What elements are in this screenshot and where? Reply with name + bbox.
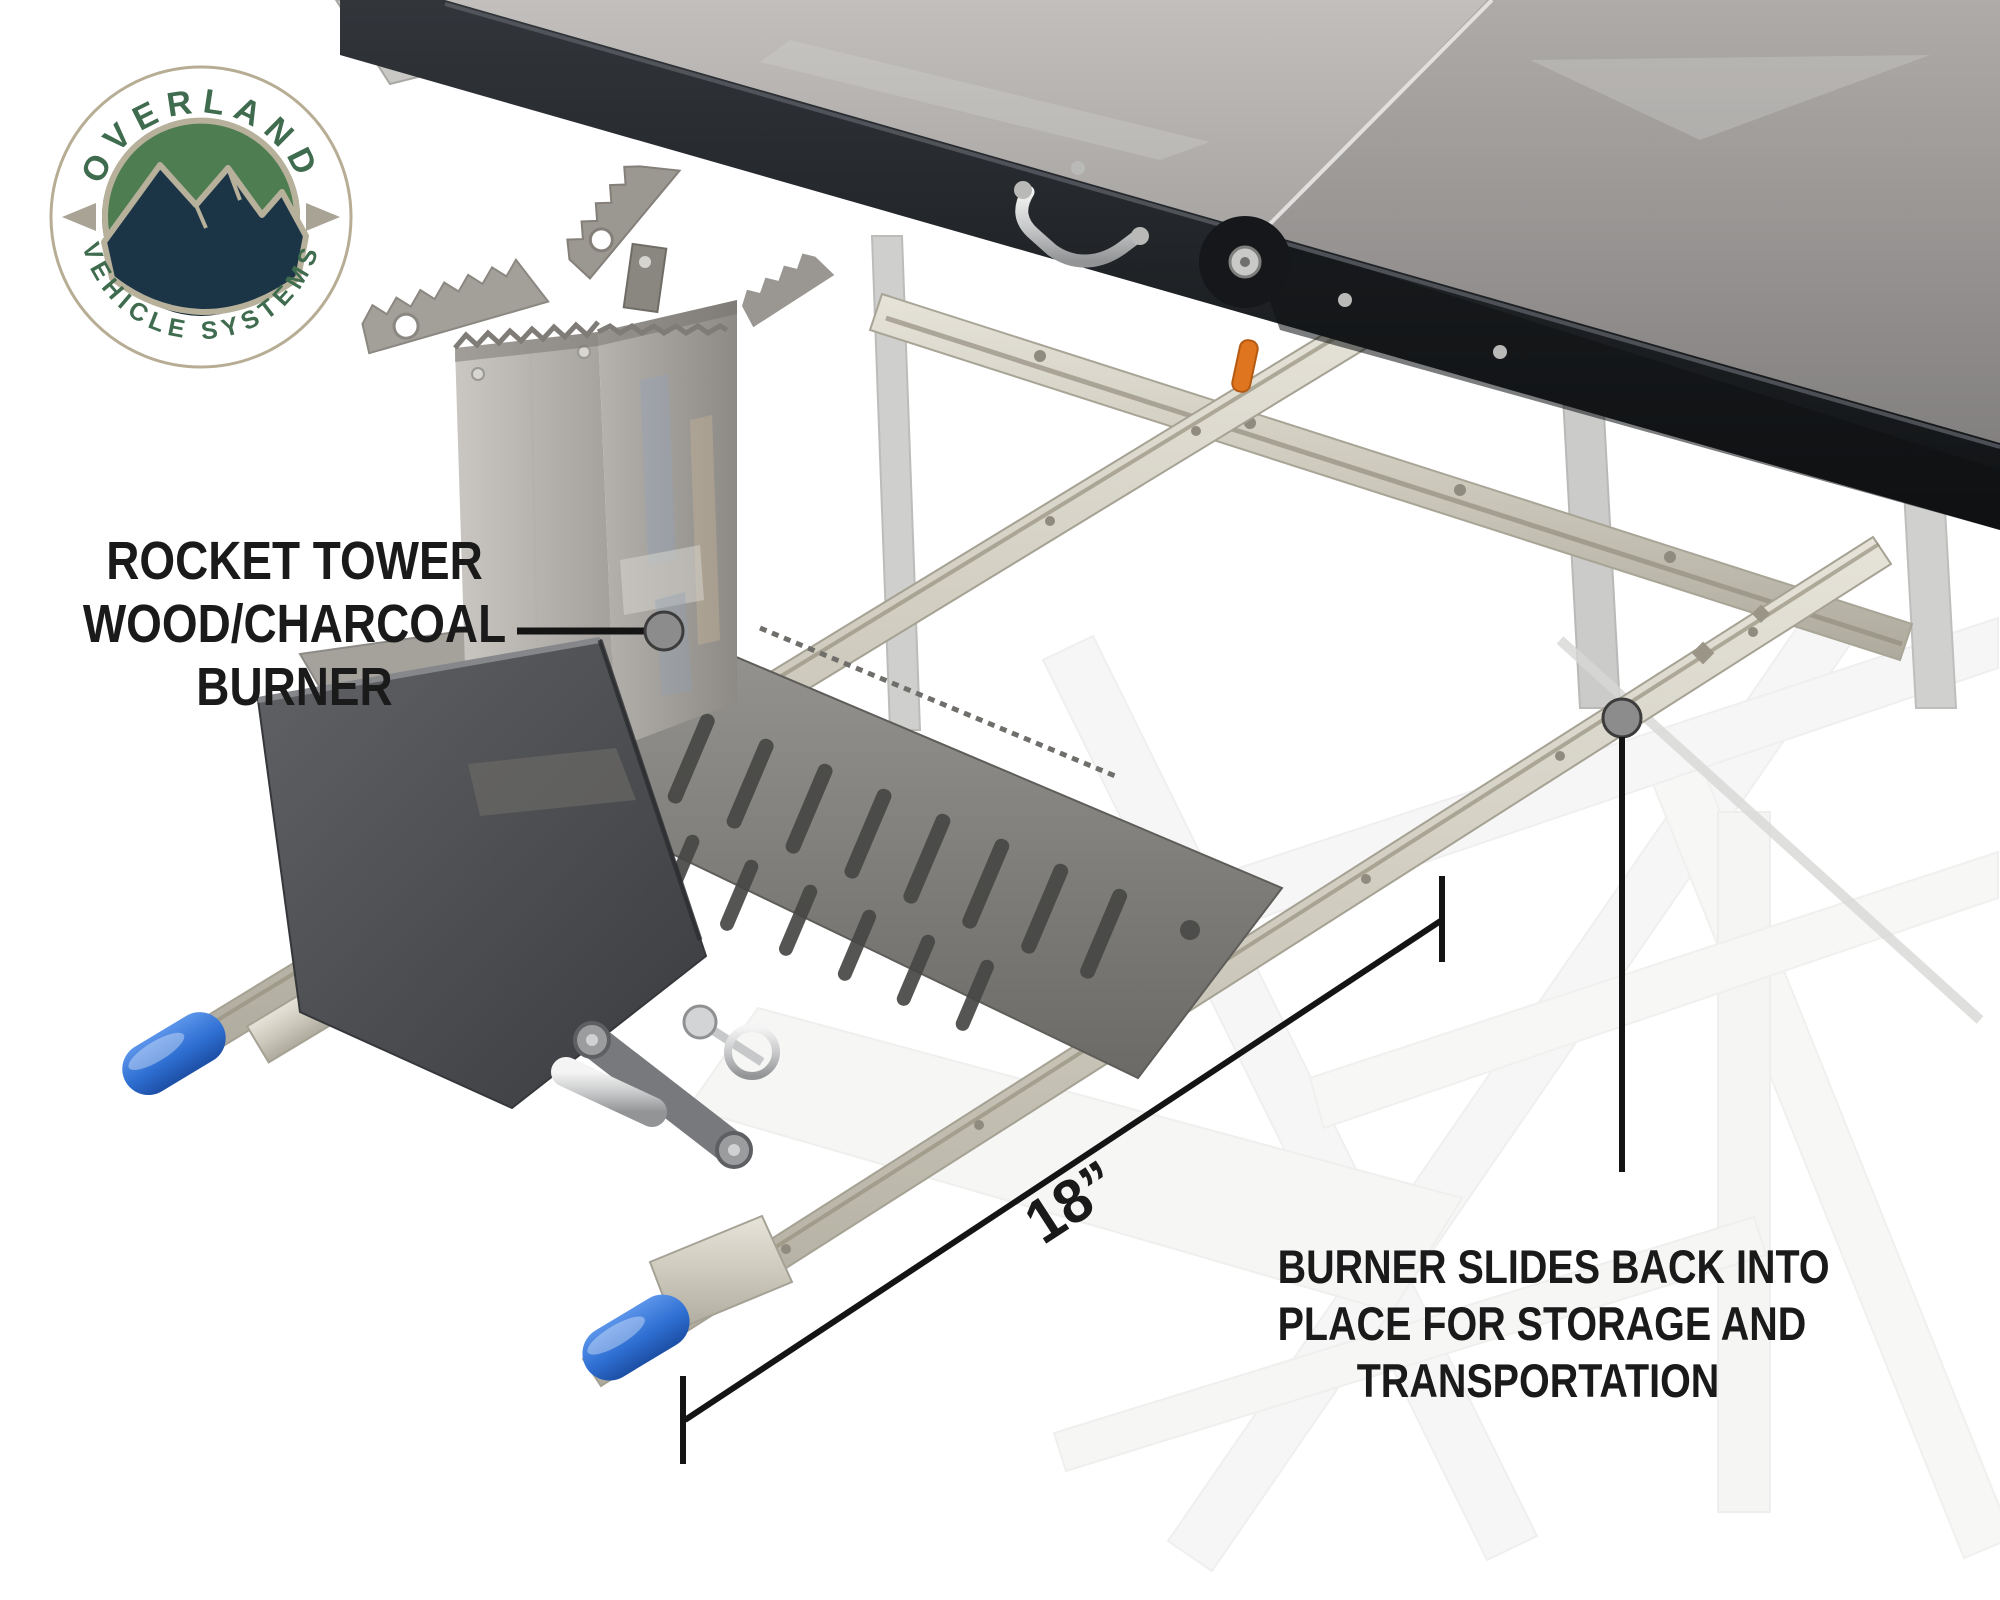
blue-pull-handle-lower xyxy=(582,1294,690,1381)
table-top xyxy=(334,0,2000,530)
burner-label-line: ROCKET TOWER xyxy=(106,531,483,591)
logo-right-arrow xyxy=(306,203,340,231)
blue-pull-handle-upper xyxy=(122,1012,226,1096)
chrome-pipe xyxy=(551,1057,667,1127)
storage-label-line: TRANSPORTATION xyxy=(1356,1354,1720,1407)
rim-clip xyxy=(622,242,668,314)
pot-support-arm-top xyxy=(566,165,682,280)
burner-base xyxy=(256,637,780,1169)
drawer-slide-lower xyxy=(581,535,1893,1388)
table-carry-handle xyxy=(1015,185,1145,268)
burner-label-line: WOOD/CHARCOAL xyxy=(82,594,507,654)
tabletop-panel-right xyxy=(1253,0,2000,443)
linkage-arm xyxy=(575,1023,751,1167)
tower-side-face xyxy=(598,300,737,748)
logo-left-arrow xyxy=(62,203,96,231)
storage-callout-dot xyxy=(1601,697,1643,739)
burner-label-line: BURNER xyxy=(196,657,393,717)
storage-label-line: BURNER SLIDES BACK INTO xyxy=(1277,1240,1830,1293)
burner-label: ROCKET TOWER WOOD/CHARCOAL BURNER xyxy=(74,530,516,719)
hex-bolt xyxy=(682,1004,718,1040)
tabletop-seam xyxy=(1254,0,1494,240)
storage-label: BURNER SLIDES BACK INTO PLACE FOR STORAG… xyxy=(1277,1238,1830,1409)
dimension-line xyxy=(683,917,1444,1423)
pull-ring xyxy=(724,1024,780,1080)
storage-label-line: PLACE FOR STORAGE AND xyxy=(1277,1297,1807,1350)
under-table-slide-rail xyxy=(868,292,1914,662)
logo-mountains xyxy=(101,162,309,316)
overland-vehicle-systems-logo: OVERLAND VEHICLE SYSTEMS xyxy=(49,65,353,369)
burner-callout-dot xyxy=(643,610,685,652)
annotation-graphics xyxy=(517,610,1643,1464)
pot-support-arm-left xyxy=(361,257,550,355)
tower-rim-serration xyxy=(453,320,600,350)
rocket-burner-assembly xyxy=(122,165,1284,1381)
latch-lever-orange xyxy=(1231,339,1259,393)
